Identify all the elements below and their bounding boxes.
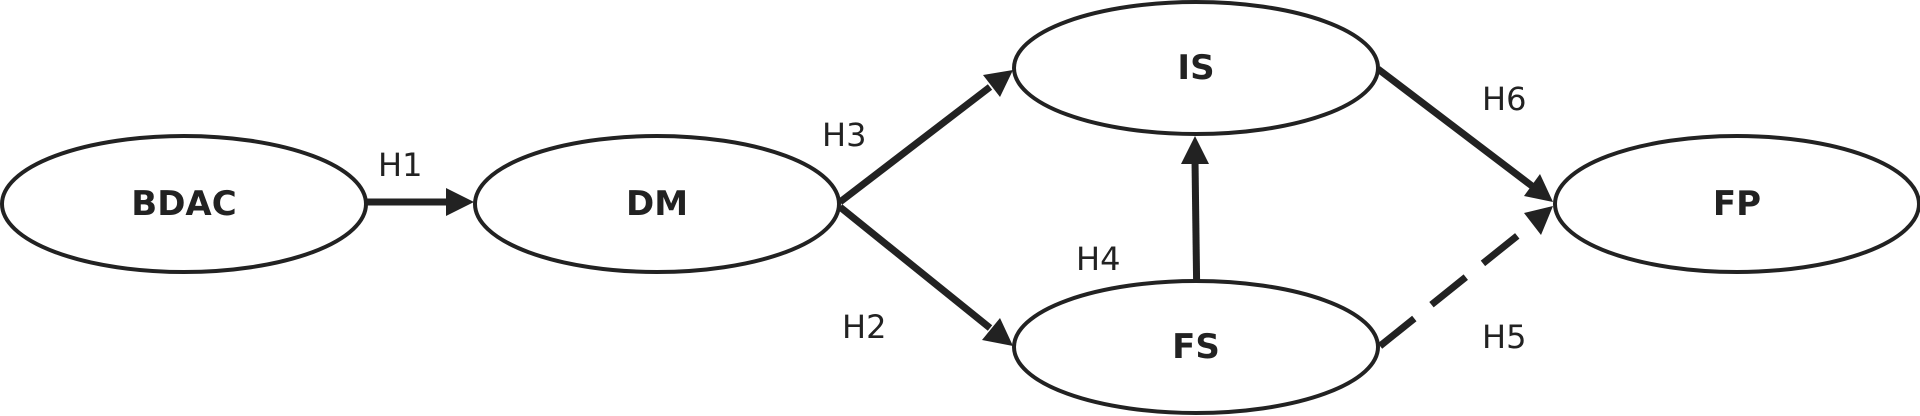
node-is-ellipse [1012, 0, 1380, 136]
edge-h3-arrowhead [983, 70, 1013, 97]
edge-h6-line [1375, 66, 1535, 189]
node-bdac-ellipse [0, 134, 368, 274]
edge-h2-line [837, 204, 993, 331]
node-dm: DM [473, 134, 841, 274]
edge-h1-label: H1 [378, 146, 422, 184]
node-is: IS [1012, 0, 1380, 136]
node-is-label: IS [1177, 48, 1214, 88]
node-bdac: BDAC [0, 134, 368, 274]
edge-h6-label: H6 [1482, 80, 1526, 118]
node-bdac-label: BDAC [131, 184, 236, 224]
node-dm-ellipse [473, 134, 841, 274]
edge-h2-label: H2 [842, 308, 886, 346]
edge-h5-line [1377, 221, 1535, 349]
edge-h4-label: H4 [1076, 240, 1120, 278]
edge-h6: H6 [1375, 66, 1553, 202]
node-fs: FS [1012, 279, 1380, 415]
edge-h4-arrowhead [1181, 136, 1209, 164]
node-fp-ellipse [1553, 134, 1920, 274]
edge-h5: H5 [1377, 206, 1553, 356]
edge-h5-arrowhead [1524, 206, 1553, 235]
node-dm-label: DM [626, 184, 688, 224]
edge-h3: H3 [822, 70, 1013, 205]
edge-h6-arrowhead [1524, 174, 1553, 202]
edge-h1: H1 [366, 146, 474, 216]
edge-h3-line [837, 84, 993, 205]
edge-h5-label: H5 [1482, 318, 1526, 356]
edge-h2-arrowhead [982, 318, 1013, 346]
edge-h1-arrowhead [446, 188, 474, 216]
edge-h2: H2 [837, 204, 1013, 346]
node-fp: FP [1553, 134, 1920, 274]
node-fs-ellipse [1012, 279, 1380, 415]
node-fs-label: FS [1172, 327, 1220, 367]
node-fp-label: FP [1713, 184, 1761, 224]
edge-h3-label: H3 [822, 116, 866, 154]
